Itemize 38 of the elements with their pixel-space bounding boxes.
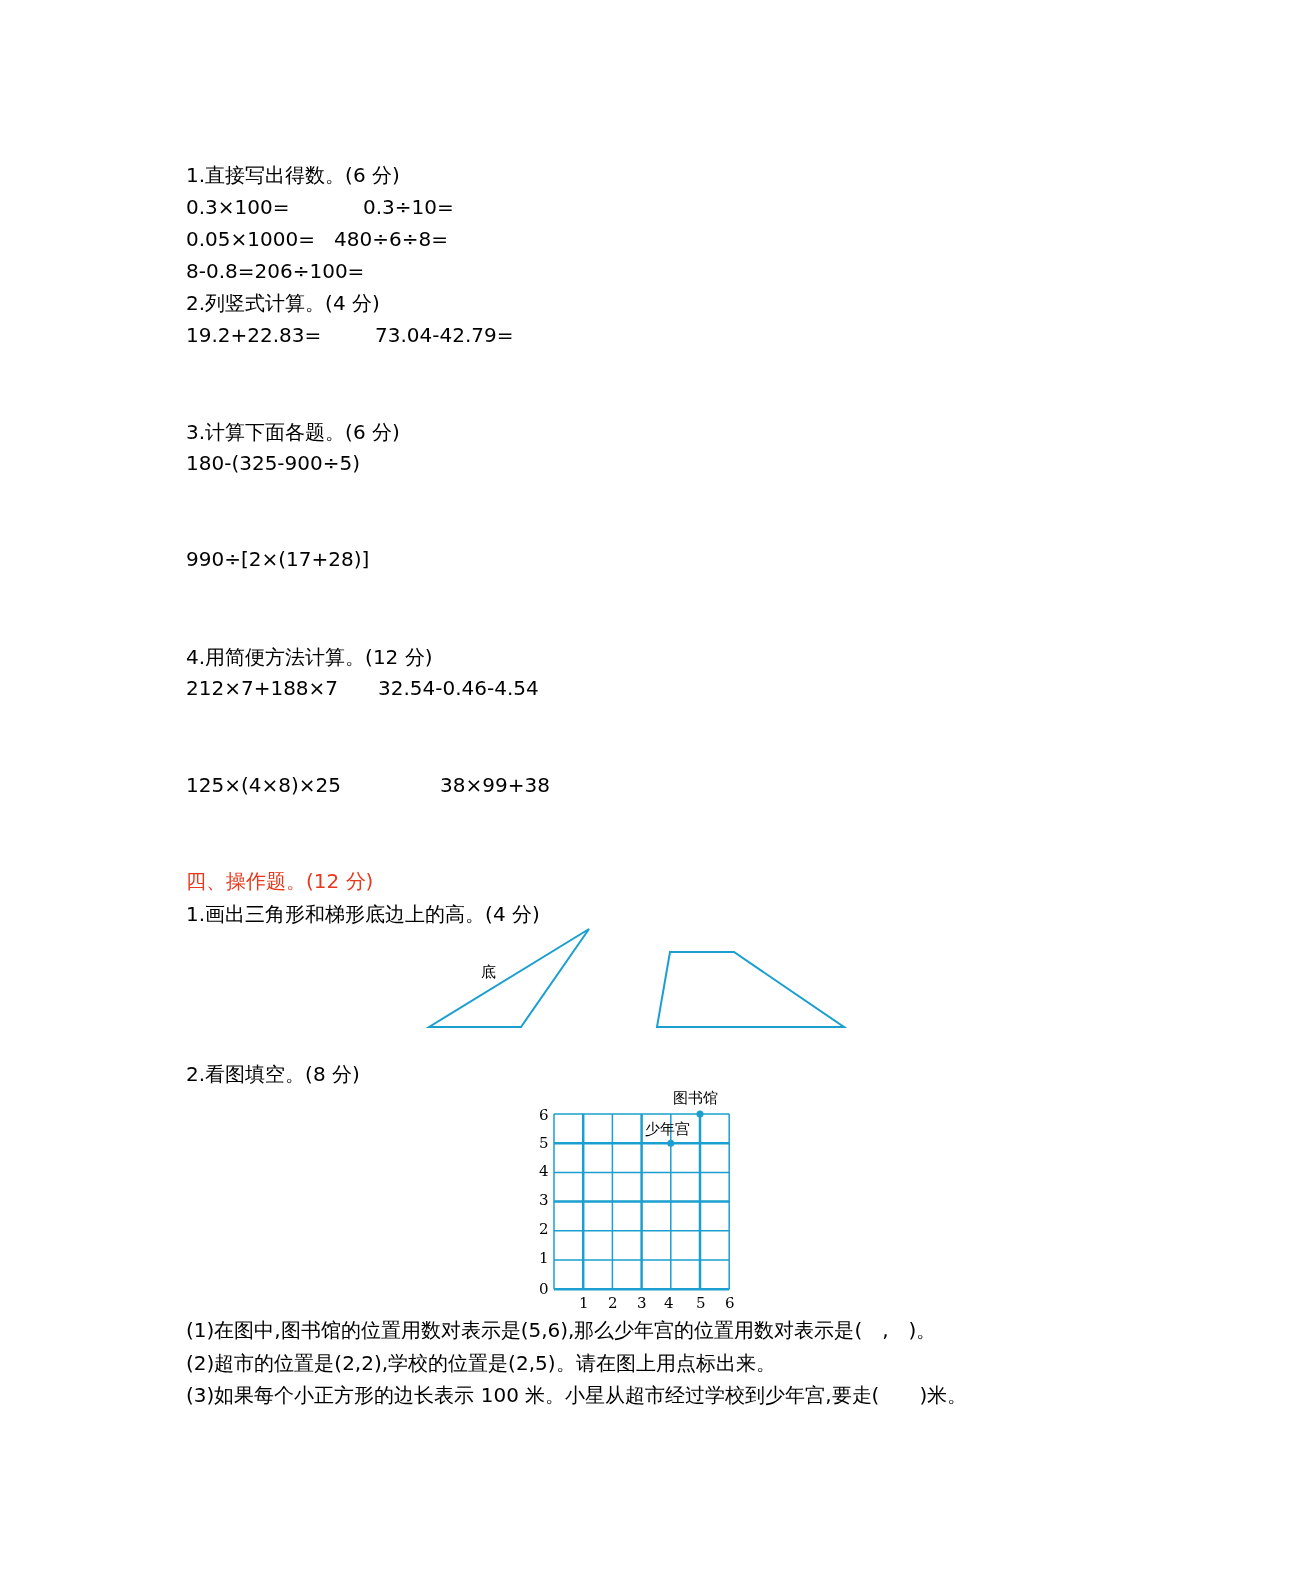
axis-tick-label: 2 xyxy=(608,1294,618,1312)
question-heading: 1.画出三角形和梯形底边上的高。(4 分) xyxy=(186,902,540,926)
question-heading: 2.看图填空。(8 分) xyxy=(186,1062,360,1086)
question-heading: 3.计算下面各题。(6 分) xyxy=(186,420,400,444)
axis-tick-label: 4 xyxy=(664,1294,674,1312)
axis-tick-label: 6 xyxy=(725,1294,735,1312)
side-label: 底 xyxy=(481,963,496,981)
arithmetic-problem: 212×7+188×7 xyxy=(186,676,339,700)
question-text: (2)超市的位置是(2,2),学校的位置是(2,5)。请在图上用点标出来。 xyxy=(186,1351,776,1375)
section-heading: 四、操作题。(12 分) xyxy=(186,869,374,893)
question-text: (3)如果每个小正方形的边长表示 100 米。小星从超市经过学校到少年宫,要走( )米。 xyxy=(186,1383,968,1407)
axis-tick-label: 1 xyxy=(579,1294,589,1312)
axis-tick-label: 2 xyxy=(539,1220,549,1238)
arithmetic-problem: 32.54-0.46-4.54 xyxy=(378,676,539,700)
axis-tick-label: 3 xyxy=(539,1191,549,1209)
question-heading: 4.用简便方法计算。(12 分) xyxy=(186,645,433,669)
arithmetic-problem: 0.3×100= xyxy=(186,195,290,219)
arithmetic-problem: 0.05×1000= xyxy=(186,227,315,251)
question-heading: 1.直接写出得数。(6 分) xyxy=(186,163,400,187)
arithmetic-problem: 19.2+22.83= xyxy=(186,323,322,347)
axis-tick-label: 1 xyxy=(539,1249,549,1267)
arithmetic-problem: 73.04-42.79= xyxy=(375,323,514,347)
question-heading: 2.列竖式计算。(4 分) xyxy=(186,291,380,315)
arithmetic-problem: 38×99+38 xyxy=(440,773,550,797)
arithmetic-problem: 8-0.8=206÷100= xyxy=(186,259,365,283)
point-label: 图书馆 xyxy=(673,1089,718,1107)
arithmetic-problem: 0.3÷10= xyxy=(363,195,454,219)
arithmetic-problem: 180-(325-900÷5) xyxy=(186,451,361,475)
axis-tick-label: 5 xyxy=(539,1134,549,1152)
axis-tick-label: 6 xyxy=(539,1106,549,1124)
question-text: (1)在图中,图书馆的位置用数对表示是(5,6),那么少年宫的位置用数对表示是( , )。 xyxy=(186,1318,937,1342)
axis-tick-label: 3 xyxy=(637,1294,647,1312)
axis-tick-label: 4 xyxy=(539,1162,549,1180)
axis-tick-label: 5 xyxy=(696,1294,706,1312)
arithmetic-problem: 480÷6÷8= xyxy=(334,227,448,251)
axis-tick-label: 0 xyxy=(539,1280,549,1298)
arithmetic-problem: 125×(4×8)×25 xyxy=(186,773,341,797)
arithmetic-problem: 990÷[2×(17+28)] xyxy=(186,547,370,571)
